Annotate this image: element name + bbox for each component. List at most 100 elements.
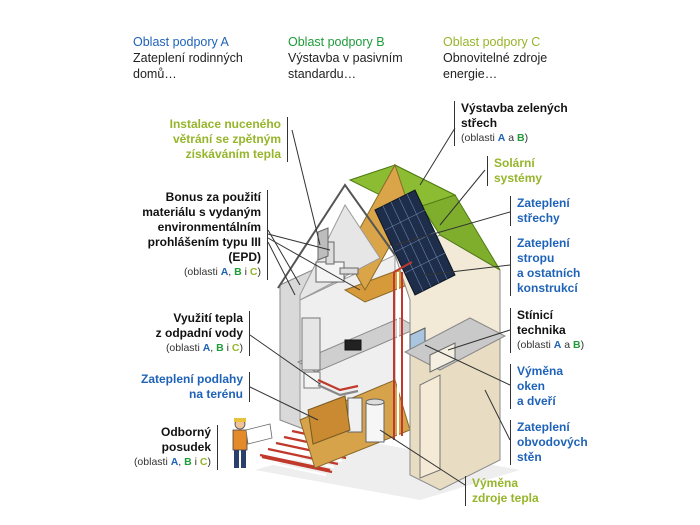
label-shading-areas: (oblasti A a B): [517, 338, 584, 353]
label-facade-line1: Zateplení: [517, 420, 570, 434]
label-epd-areas: (oblasti A, B i C): [142, 265, 261, 280]
support-area-c-desc-line1: Obnovitelné zdroje: [443, 51, 548, 65]
label-ventilation-line1: Instalace nuceného: [169, 117, 281, 131]
areas-sep: ,: [228, 266, 235, 278]
annex-door: [419, 374, 441, 479]
label-green-roof-line1: Výstavba zelených: [461, 101, 568, 115]
label-green-roof-areas: (oblasti A a B): [461, 131, 568, 146]
label-facade-line2: obvodových: [517, 435, 588, 449]
label-assessment-line1: Odborný: [161, 425, 211, 439]
leader-lines: [249, 127, 511, 486]
areas-suffix: ): [207, 456, 212, 468]
label-ventilation-line2: větrání se zpětným: [172, 132, 281, 146]
label-waste-heat-line1: Využití tepla: [173, 311, 243, 325]
label-assessment-line2: posudek: [161, 440, 211, 454]
label-windows-line3: a dveří: [517, 394, 556, 408]
shower-icon: [301, 317, 321, 389]
support-area-a-header: Oblast podpory A Zateplení rodinných dom…: [133, 34, 283, 82]
support-area-a-title: Oblast podpory A: [133, 35, 229, 49]
label-windows-line1: Výměna: [517, 364, 564, 378]
area-b-tag: B: [234, 266, 242, 278]
label-epd-line1: Bonus za použití: [165, 190, 261, 204]
area-c-tag: C: [249, 266, 258, 278]
heating-pipes: [393, 261, 413, 440]
area-c-tag: C: [231, 342, 240, 354]
label-solar-line2: systémy: [494, 171, 543, 185]
area-c-tag: C: [199, 456, 208, 468]
areas-sep: i: [191, 456, 200, 468]
label-waste-heat-line2: z odpadní vody: [155, 326, 243, 340]
areas-suffix: ): [239, 342, 244, 354]
areas-prefix: (oblasti: [183, 266, 221, 278]
areas-sep: ,: [178, 456, 185, 468]
areas-suffix: ): [257, 266, 262, 278]
label-heat-source-line2: zdroje tepla: [472, 491, 539, 505]
label-ceiling-line3: a ostatních: [517, 266, 581, 280]
areas-sep: ,: [210, 342, 217, 354]
areas-prefix: (oblasti: [165, 342, 203, 354]
area-a-tag: A: [170, 456, 179, 468]
label-facade-line3: stěn: [517, 450, 542, 464]
label-roof-insulation: Zateplení střechy: [510, 196, 570, 226]
areas-suffix: ): [524, 132, 529, 144]
area-b-tag: B: [216, 342, 224, 354]
label-windows-doors: Výměna oken a dveří: [510, 364, 563, 409]
area-a-tag: A: [553, 339, 562, 351]
label-heat-source: Výměna zdroje tepla: [465, 476, 539, 506]
support-area-a-desc-line2: domů…: [133, 67, 177, 81]
label-ceiling-insulation: Zateplení stropu a ostatních konstrukcí: [510, 236, 580, 296]
label-green-roof: Výstavba zelených střech (oblasti A a B): [454, 101, 568, 146]
label-ceiling-line1: Zateplení: [517, 236, 570, 250]
label-epd-bonus: Bonus za použití materiálu s vydaným env…: [142, 190, 268, 280]
label-floor-insulation: Zateplení podlahy na terénu: [141, 372, 250, 402]
support-area-c-desc-line2: energie…: [443, 67, 498, 81]
label-waste-heat: Využití tepla z odpadní vody (oblasti A,…: [156, 311, 250, 356]
area-a-tag: A: [497, 132, 506, 144]
support-area-a-desc-line1: Zateplení rodinných: [133, 51, 243, 65]
label-shading-line1: Stínicí: [517, 308, 554, 322]
label-windows-line2: oken: [517, 379, 546, 393]
label-assessment-areas: (oblasti A, B i C): [134, 455, 211, 470]
label-roof-line2: střechy: [517, 211, 560, 225]
area-a-tag: A: [202, 342, 211, 354]
areas-sep: i: [223, 342, 232, 354]
label-floor-line2: na terénu: [188, 387, 243, 401]
label-floor-line1: Zateplení podlahy: [140, 372, 243, 386]
areas-prefix: (oblasti: [133, 456, 171, 468]
assessor-figure-icon: [232, 418, 273, 468]
label-epd-line4: prohlášením typu III: [147, 235, 261, 249]
heat-source-boiler-icon: [347, 397, 385, 443]
support-area-c-title: Oblast podpory C: [443, 35, 541, 49]
support-area-b-desc-line1: Výstavba v pasivním: [288, 51, 403, 65]
area-a-tag: A: [220, 266, 229, 278]
areas-suffix: ): [580, 339, 585, 351]
label-epd-line2: materiálu s vydaným: [142, 205, 261, 219]
label-shading: Stínicí technika (oblasti A a B): [510, 308, 584, 353]
label-solar-line1: Solární: [494, 156, 535, 170]
label-epd-line3: environmentálním: [157, 220, 261, 234]
label-heat-source-line1: Výměna: [472, 476, 519, 490]
area-b-tag: B: [573, 339, 581, 351]
label-ventilation-line3: získáváním tepla: [185, 147, 281, 161]
support-area-b-desc-line2: standardu…: [288, 67, 357, 81]
areas-sep: a: [505, 132, 518, 144]
wall-tv-icon: [344, 339, 362, 351]
support-area-b-title: Oblast podpory B: [288, 35, 385, 49]
area-b-tag: B: [184, 456, 192, 468]
label-facade-insulation: Zateplení obvodových stěn: [510, 420, 588, 465]
areas-sep: i: [241, 266, 250, 278]
label-green-roof-line2: střech: [461, 116, 498, 130]
front-gable-outline: [277, 183, 396, 289]
label-epd-line5: (EPD): [228, 250, 261, 264]
support-area-c-header: Oblast podpory C Obnovitelné zdroje ener…: [443, 34, 593, 82]
area-b-tag: B: [517, 132, 525, 144]
floor-insulation: [307, 395, 351, 445]
chimney: [317, 227, 329, 261]
areas-prefix: (oblasti: [517, 339, 554, 351]
label-ventilation: Instalace nuceného větrání se zpětným zí…: [170, 117, 288, 162]
label-roof-line1: Zateplení: [517, 196, 570, 210]
support-area-b-header: Oblast podpory B Výstavba v pasivním sta…: [288, 34, 438, 82]
label-ceiling-line2: stropu: [517, 251, 555, 265]
